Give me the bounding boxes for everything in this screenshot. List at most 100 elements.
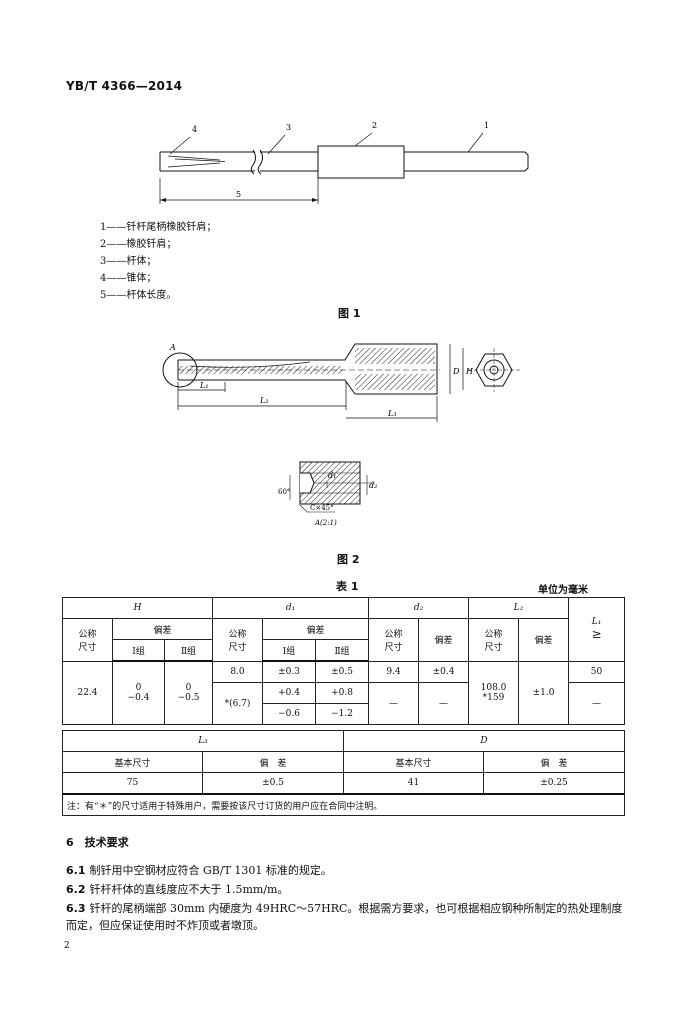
requirement-text: 钎杆的尾柄端部 30mm 内硬度为 49HRC～57HRC。根据需方要求，也可根… — [66, 902, 623, 932]
legend-item: 1——钎杆尾柄橡胶钎肩； — [100, 222, 217, 233]
header-nominal: 公称 尺寸 — [368, 618, 420, 662]
dim-h-label: H — [465, 367, 474, 376]
section-6-title: 6 技术要求 — [66, 836, 129, 849]
table-1-dimensions: H d₁ d₂ L₂ L₁ ≥ 公称 尺寸 偏差 公称 尺寸 偏差 公称 尺寸 … — [62, 597, 626, 725]
requirement-text: 钎杆杆体的直线度应不大于 1.5mm/m。 — [89, 883, 289, 896]
d1-g1-2-lower: −0.6 — [262, 703, 316, 725]
header-tolerance: 偏差 — [518, 618, 570, 662]
header-nominal-text: 公称 — [78, 629, 97, 640]
dim-d2-label: d₂ — [369, 481, 377, 490]
table-row: *(6.7) +0.4 +0.8 — — — — [63, 682, 626, 725]
l1-1: 50 — [568, 660, 626, 683]
d2-nominal-1: 9.4 — [368, 660, 420, 683]
header-nominal-text: 公称 — [228, 629, 247, 640]
callout-3: 3 — [286, 123, 291, 132]
table-row: 基本尺寸 偏 差 基本尺寸 偏 差 — [62, 751, 625, 773]
table-row: −0.6 −1.2 — [63, 703, 625, 725]
header-h: H — [62, 597, 213, 619]
callout-2: 2 — [372, 121, 377, 130]
angle-label: 60° — [278, 488, 290, 496]
header-group-2: Ⅱ组 — [164, 639, 213, 662]
figure-2-dimension-drawing: A L₁ L₂ L₃ D H d₁ d₂ 60° C×45° A(2:1) — [162, 343, 522, 527]
l3-basic: 75 — [62, 772, 203, 795]
d1-g2-2-upper: +0.8 — [314, 682, 370, 704]
d2-tol-1: ±0.4 — [418, 660, 470, 683]
l2-nominal-1: 108.0 — [480, 682, 507, 693]
page-number: 2 — [64, 941, 70, 951]
legend-item: 5——杆体长度。 — [100, 290, 177, 301]
detail-scale-label: A(2:1) — [314, 519, 337, 527]
table-row: Ⅰ组 Ⅱ组 Ⅰ组 Ⅱ组 — [63, 639, 625, 662]
header-nominal-text: 公称 — [484, 629, 503, 640]
l2-nominal: 108.0 *159 — [468, 660, 520, 725]
header-tolerance: 偏差 — [112, 618, 213, 640]
l2-tol: ±1.0 — [518, 660, 570, 725]
table-1-title: 表 1 — [336, 580, 359, 593]
l3-tol: ±0.5 — [202, 772, 344, 795]
table-2-dimensions: L₃ D 基本尺寸 偏 差 基本尺寸 偏 差 75 ±0.5 41 ±0.25 … — [62, 730, 625, 816]
d2-nominal-2: — — [368, 682, 420, 725]
legend-item: 2——橡胶钎肩； — [100, 239, 177, 250]
header-size-text: 尺寸 — [384, 642, 403, 653]
table-row: H d₁ d₂ L₂ L₁ ≥ — [62, 597, 626, 662]
dim-l1-label: L₁ — [199, 381, 209, 390]
l1-2: — — [568, 682, 626, 725]
d1-g1-2-upper: +0.4 — [262, 682, 316, 704]
header-l1-sign: ≥ — [591, 627, 602, 642]
unit-label: 单位为毫米 — [538, 585, 588, 596]
l2-nominal-2: *159 — [482, 692, 505, 703]
header-nominal: 公称 尺寸 — [468, 618, 520, 662]
header-nominal: 公称 尺寸 — [62, 618, 113, 662]
header-size-text: 尺寸 — [228, 642, 247, 653]
d1-nominal-2: *(6.7) — [212, 682, 263, 725]
header-d1: d₁ — [211, 597, 370, 619]
legend-item: 4——锥体； — [100, 273, 157, 284]
d-basic: 41 — [343, 772, 484, 795]
d1-g2-2-lower: −1.2 — [314, 703, 370, 725]
table-row: 公称 尺寸 偏差 公称 尺寸 偏差 公称 尺寸 偏差 公称 尺寸 偏差 — [62, 618, 625, 662]
header-l2: L₂ — [468, 597, 570, 619]
figure-1-legend: 1——钎杆尾柄橡胶钎肩； 2——橡胶钎肩； 3——杆体； 4——锥体； 5——杆… — [100, 219, 216, 304]
header-l1-symbol: L₁ — [591, 617, 602, 628]
header-nominal-text: 公称 — [384, 629, 403, 640]
table-row: 注：有“＊”的尺寸适用于特殊用户，需要按该尺寸订货的用户应在合同中注明。 — [62, 793, 625, 816]
dim-d-label: D — [452, 367, 460, 376]
header-group-2: Ⅱ组 — [314, 639, 370, 662]
callout-4: 4 — [192, 125, 197, 134]
header-l3: L₃ — [62, 730, 344, 752]
d1-g1-1: ±0.3 — [262, 660, 316, 683]
h-g2-lower: −0.5 — [177, 693, 200, 703]
h-g2-upper: 0 — [185, 683, 192, 693]
d2-tol-2: — — [418, 682, 470, 725]
header-basic-size: 基本尺寸 — [343, 751, 484, 773]
dim-d1-label: d₁ — [328, 471, 336, 480]
requirement-number: 6.3 — [66, 902, 86, 915]
h-g1-lower: −0.4 — [127, 693, 150, 703]
table-row: 75 ±0.5 41 ±0.25 — [62, 772, 625, 795]
callout-1: 1 — [484, 121, 489, 130]
h-nominal: 22.4 — [62, 660, 113, 725]
header-tolerance: 偏 差 — [483, 751, 625, 773]
figure-2-caption: 图 2 — [337, 553, 360, 566]
h-group1-tolerance: 0 −0.4 — [112, 660, 165, 725]
d1-nominal-1: 8.0 — [212, 660, 263, 683]
document-standard-code: YB/T 4366—2014 — [66, 79, 183, 93]
h-g1-upper: 0 — [135, 683, 142, 693]
header-tolerance: 偏差 — [261, 618, 370, 640]
d-tol: ±0.25 — [483, 772, 625, 795]
header-size-text: 尺寸 — [484, 642, 503, 653]
dim-l2-label: L₂ — [259, 396, 269, 405]
header-tolerance: 偏 差 — [202, 751, 344, 773]
header-nominal: 公称 尺寸 — [212, 618, 263, 662]
chamfer-label: C×45° — [310, 504, 334, 512]
h-group2-tolerance: 0 −0.5 — [164, 660, 213, 725]
figure-1-caption: 图 1 — [338, 307, 361, 320]
header-l1: L₁ ≥ — [568, 597, 626, 662]
requirement-number: 6.2 — [66, 883, 86, 896]
dimension-5-label: 5 — [236, 190, 241, 199]
dim-l3-label: L₃ — [387, 409, 397, 418]
header-tolerance: 偏差 — [418, 618, 470, 662]
header-d: D — [343, 730, 625, 752]
